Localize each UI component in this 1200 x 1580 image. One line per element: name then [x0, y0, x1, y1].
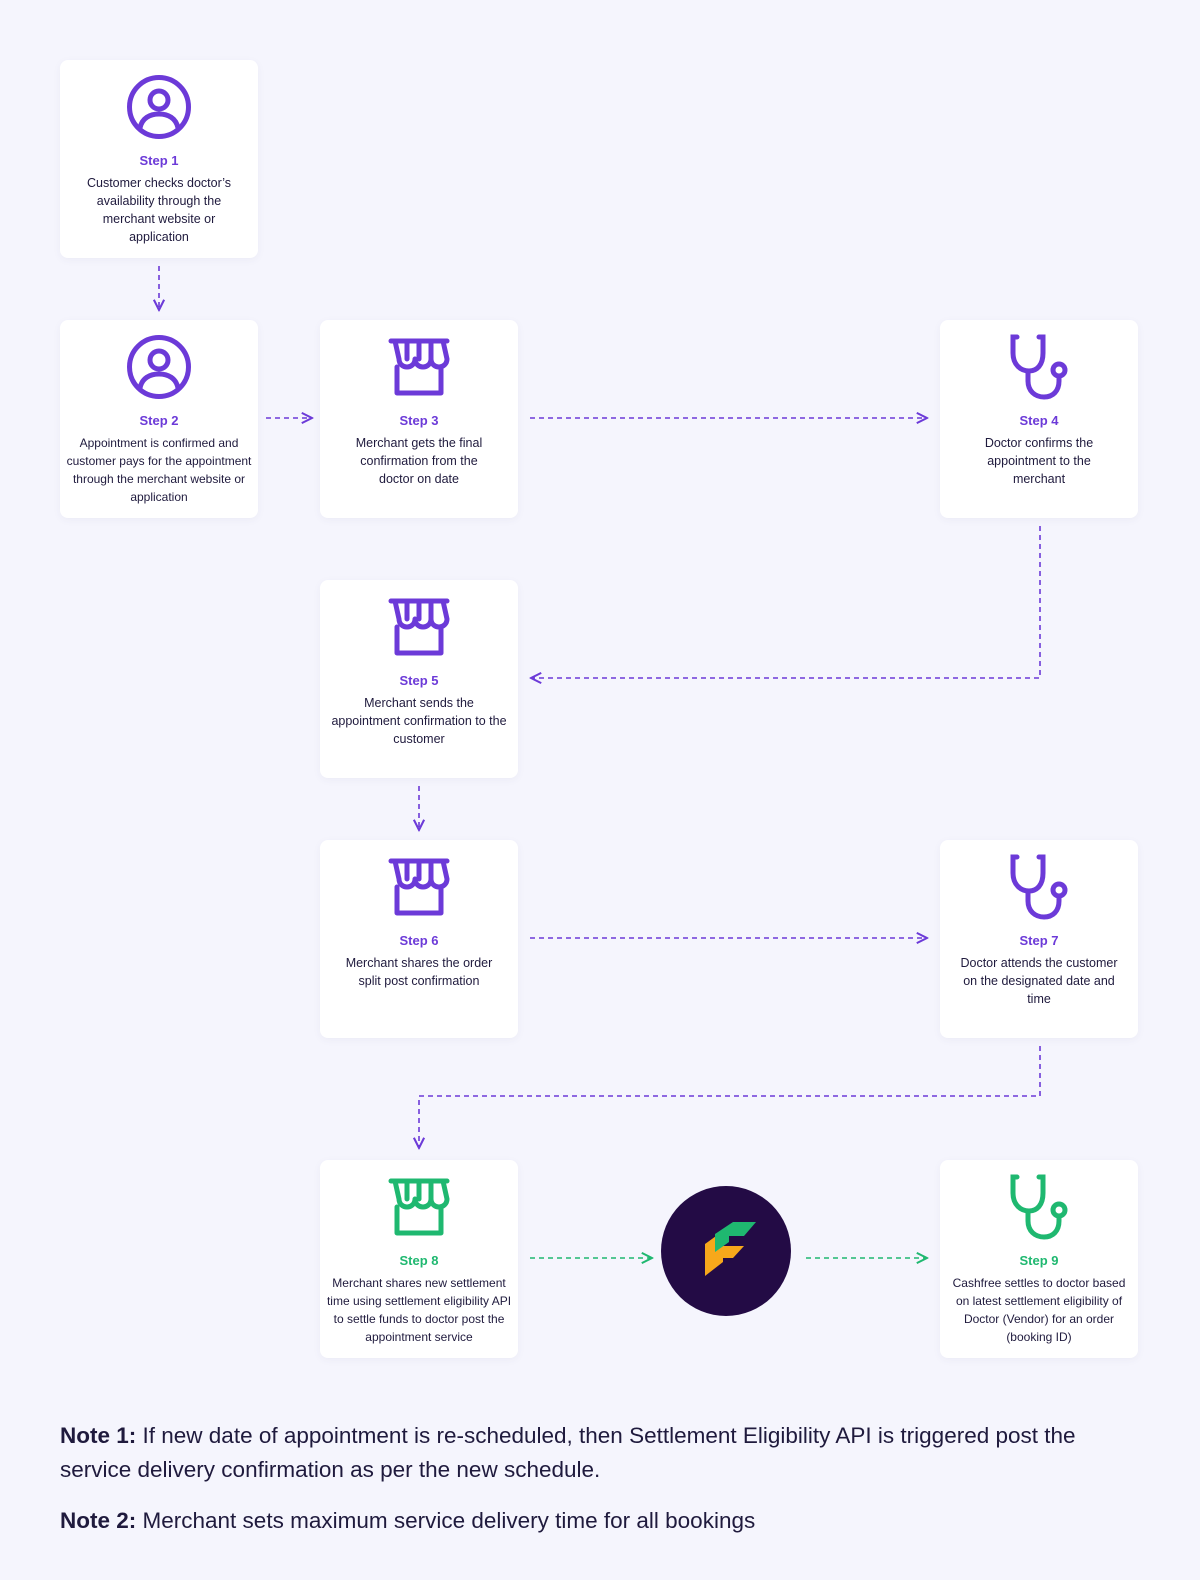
step-3-description: Merchant gets the final confirmation fro…: [355, 436, 483, 486]
stethoscope-icon: [1010, 1174, 1068, 1240]
step-2-card: Step 2 Appointment is confirmed and cust…: [60, 320, 258, 518]
stethoscope-icon: [1010, 334, 1068, 400]
user-icon: [127, 75, 191, 139]
step-8-card: Step 8 Merchant shares new settlement ti…: [320, 1160, 518, 1358]
step-1-label: Step 1: [139, 153, 179, 168]
step-1-card: Step 1 Customer checks doctor’s availabi…: [60, 60, 258, 258]
step-4-description: Doctor confirms the appointment to the m…: [984, 436, 1094, 486]
step-1-description: Customer checks doctor’s availability th…: [86, 176, 232, 244]
store-icon: [388, 858, 450, 916]
step-7-card: Step 7 Doctor attends the customer on th…: [940, 840, 1138, 1038]
user-icon: [127, 335, 191, 399]
step-8-description: Merchant shares new settlement time usin…: [326, 1276, 512, 1344]
note-2: Note 2: Merchant sets maximum service de…: [60, 1504, 1150, 1538]
step-5-description: Merchant sends the appointment confirmat…: [331, 696, 507, 746]
stethoscope-icon: [1010, 854, 1068, 920]
store-icon: [388, 1178, 450, 1236]
note-1-label: Note 1:: [60, 1423, 137, 1448]
step-9-label: Step 9: [1019, 1253, 1059, 1268]
arrow-step4-step5: [531, 526, 1041, 678]
note-1: Note 1: If new date of appointment is re…: [60, 1419, 1150, 1487]
note-1-text: If new date of appointment is re-schedul…: [60, 1423, 1076, 1482]
step-9-description: Cashfree settles to doctor based on late…: [952, 1276, 1126, 1344]
step-9-card: Step 9 Cashfree settles to doctor based …: [940, 1160, 1138, 1358]
step-2-label: Step 2: [139, 413, 179, 428]
note-2-text: Merchant sets maximum service delivery t…: [136, 1508, 756, 1533]
step-5-label: Step 5: [399, 673, 439, 688]
step-3-label: Step 3: [399, 413, 439, 428]
store-icon: [388, 598, 450, 656]
step-6-description: Merchant shares the order split post con…: [345, 956, 493, 988]
step-7-description: Doctor attends the customer on the desig…: [960, 956, 1118, 1006]
step-4-label: Step 4: [1019, 413, 1059, 428]
store-icon: [388, 338, 450, 396]
arrow-step7-step8: [419, 1046, 1041, 1148]
step-6-label: Step 6: [399, 933, 439, 948]
step-2-description: Appointment is confirmed and customer pa…: [66, 436, 252, 504]
step-5-card: Step 5 Merchant sends the appointment co…: [320, 580, 518, 778]
step-6-card: Step 6 Merchant shares the order split p…: [320, 840, 518, 1038]
step-3-card: Step 3 Merchant gets the final confirmat…: [320, 320, 518, 518]
step-7-label: Step 7: [1019, 933, 1059, 948]
note-2-label: Note 2:: [60, 1508, 137, 1533]
step-8-label: Step 8: [399, 1253, 439, 1268]
cashfree-logo: [661, 1186, 791, 1316]
cashfree-logo-mark: [705, 1222, 756, 1276]
step-4-card: Step 4 Doctor confirms the appointment t…: [940, 320, 1138, 518]
